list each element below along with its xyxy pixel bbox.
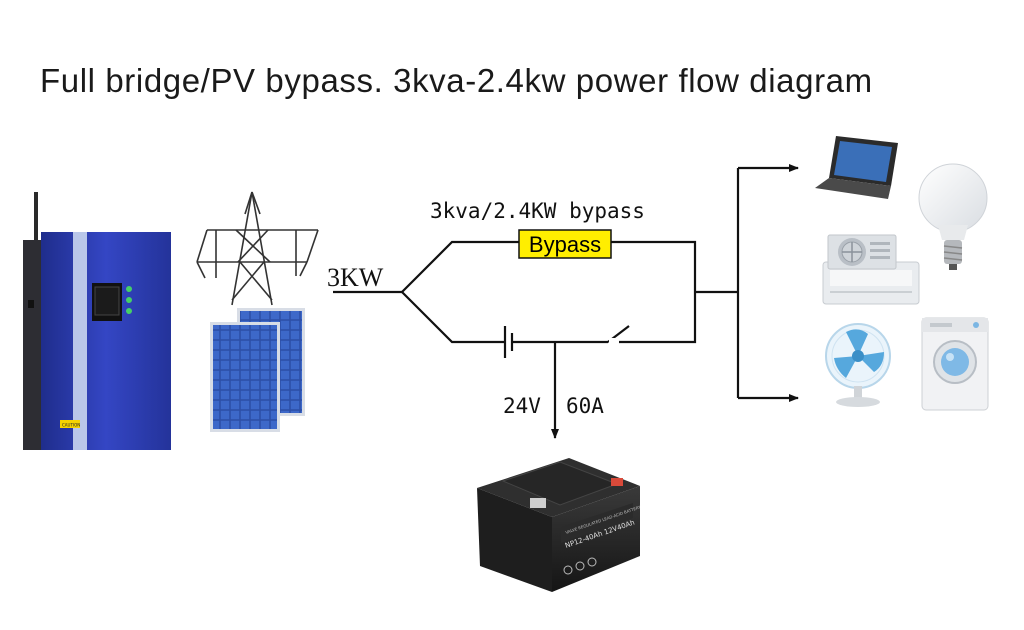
bypass-box-label: Bypass: [529, 232, 601, 257]
inverter-icon: CAUTION: [23, 192, 171, 450]
inverter-caution-label: CAUTION: [62, 423, 80, 428]
air-conditioner-icon: [822, 234, 920, 305]
dc-source-symbol: [503, 326, 514, 358]
fan-icon: [825, 323, 891, 407]
power-tower-icon: [196, 191, 319, 306]
bypass-caption: 3kva/2.4KW bypass: [430, 199, 645, 223]
battery-icon: NP12-40Ah 12V40Ah VALVE REGULATED LEAD-A…: [477, 458, 642, 592]
input-power-label: 3KW: [327, 263, 384, 292]
solar-panel-icon: [210, 308, 305, 432]
laptop-icon: [815, 136, 898, 199]
flow-wires: [333, 164, 799, 439]
washing-machine-icon: [921, 317, 989, 411]
battery-current-label: 60A: [566, 394, 604, 418]
bypass-box: Bypass: [518, 229, 612, 259]
page-title: Full bridge/PV bypass. 3kva-2.4kw power …: [40, 62, 873, 99]
battery-voltage-label: 24V: [503, 394, 541, 418]
switch-symbol: [609, 338, 619, 346]
light-bulb-icon: [918, 163, 988, 270]
